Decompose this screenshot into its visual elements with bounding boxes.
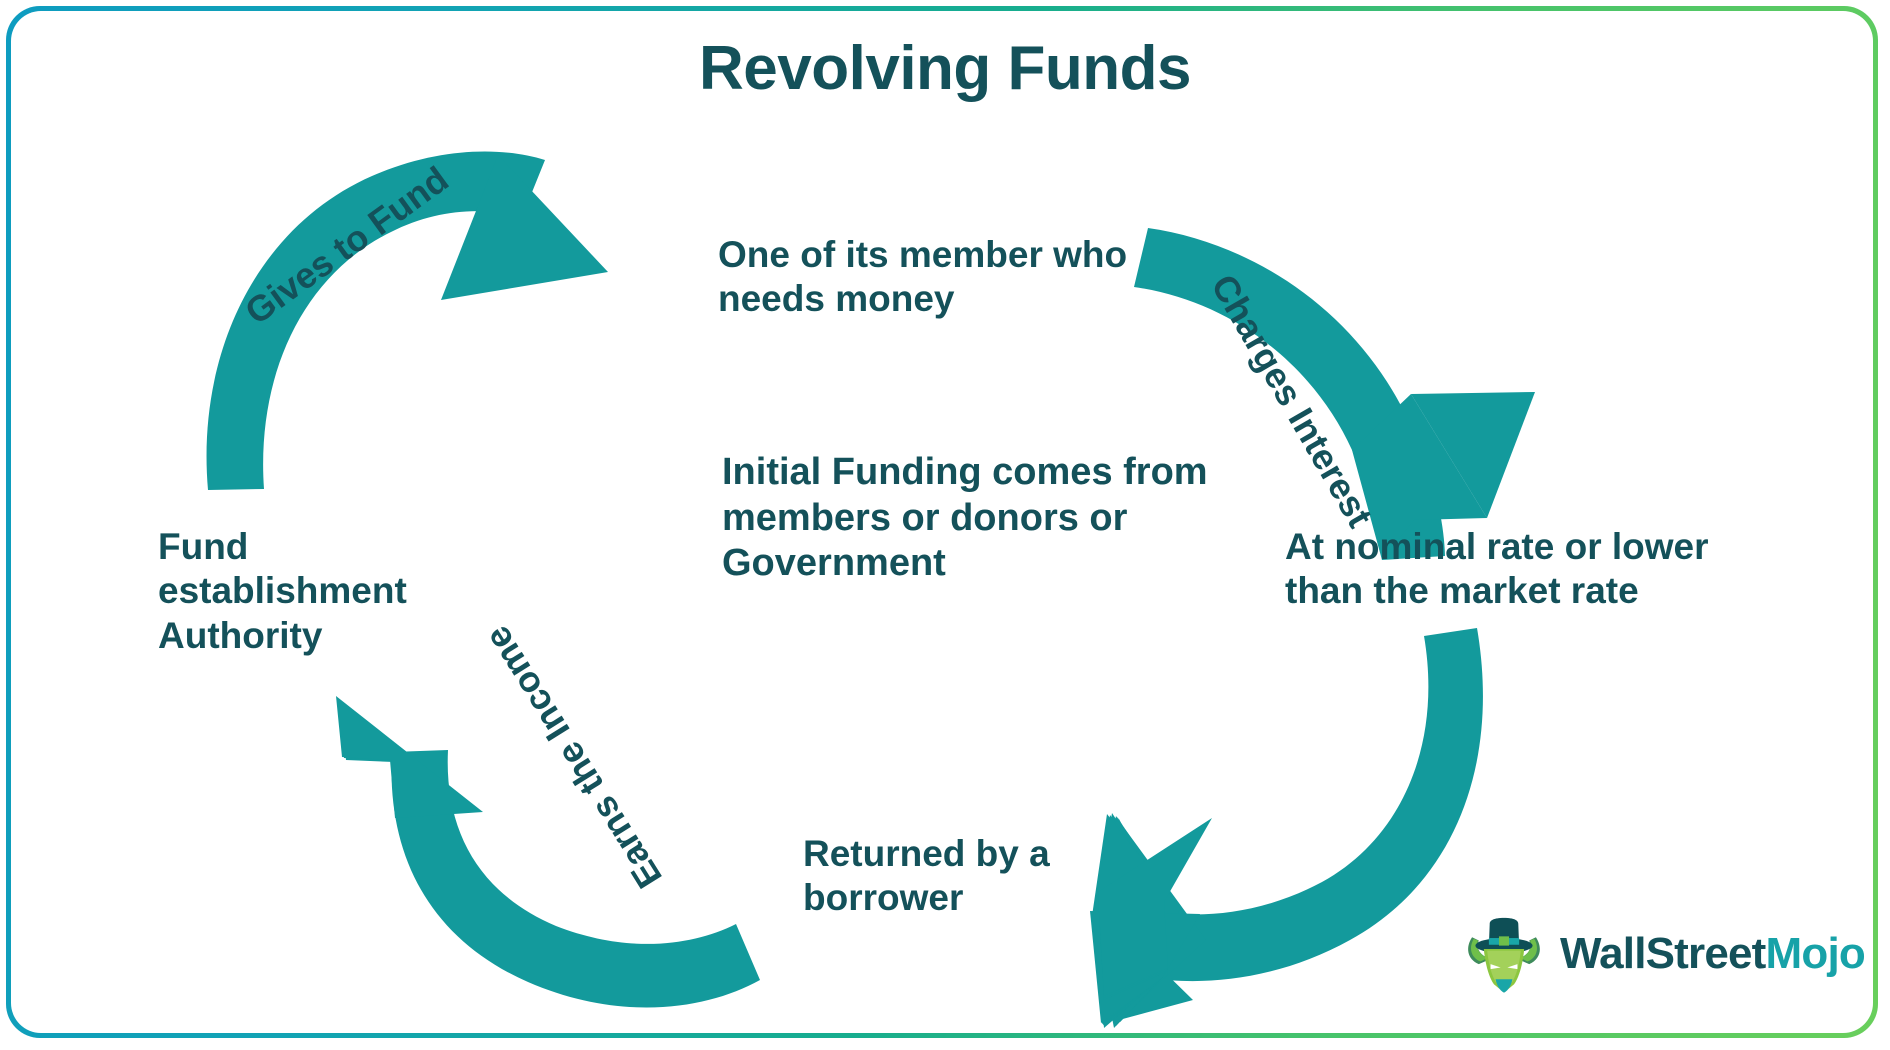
node-label-nominal-rate: At nominal rate or lower than the market… <box>1285 526 1709 612</box>
page-title: Revolving Funds <box>699 34 1191 103</box>
bull-with-tophat-icon <box>1468 917 1540 993</box>
node-label-member: One of its member who needs money <box>718 234 1128 320</box>
node-label-initial-funding: Initial Funding comes from members or do… <box>722 451 1208 585</box>
logo-wordmark: WallStreetMojo <box>1560 929 1866 979</box>
node-label-fund-establishment-authority: Fund establishment Authority <box>158 526 407 656</box>
logo-text-accent: Mojo <box>1765 929 1866 978</box>
node-label-returned-by-borrower: Returned by a borrower <box>803 833 1050 919</box>
logo-text-primary: WallStreet <box>1560 929 1766 978</box>
wallstreetmojo-logo[interactable]: WallStreetMojo <box>1462 912 1866 996</box>
